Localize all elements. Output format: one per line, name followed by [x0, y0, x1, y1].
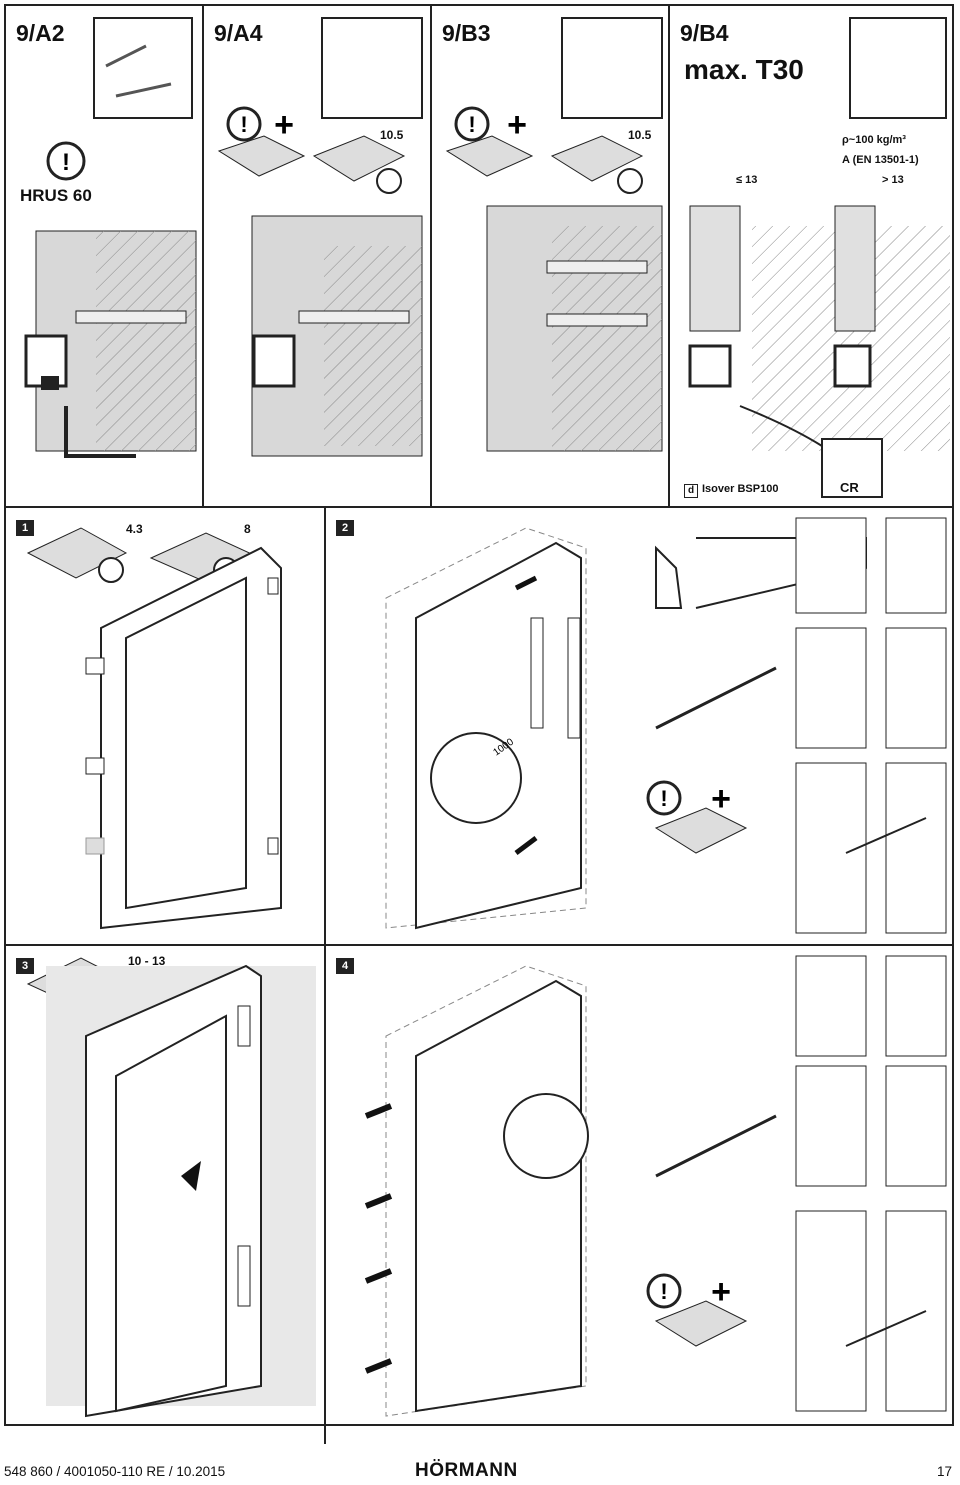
- top-row-divider: [6, 506, 952, 508]
- cr-label: CR: [840, 480, 859, 495]
- panel-code: 9/B3: [442, 20, 491, 46]
- dimension-label: 10.5: [628, 128, 652, 142]
- step-number: 1: [16, 520, 34, 536]
- frame-alignment-drawing: 1000 ! +: [385, 517, 947, 934]
- page-footer: 548 860 / 4001050-110 RE / 10.2015 HÖRMA…: [0, 1460, 960, 1484]
- bottom-divider-1: [324, 946, 326, 1424]
- legend-d-box: d: [684, 484, 698, 498]
- dim-left-label: ≤ 13: [736, 174, 758, 186]
- door-fixing-drawing: ! +: [364, 955, 947, 1417]
- step-3-panel: 3 10 - 13: [6, 946, 324, 1424]
- top-divider-1: [202, 6, 204, 506]
- step-2-panel: 2 1000 ! +: [326, 508, 952, 944]
- panel-code: 9/A2: [16, 20, 65, 46]
- page-number: 17: [936, 1464, 952, 1479]
- dimension-label: 10.5: [380, 128, 404, 142]
- svg-text:+: +: [507, 106, 527, 144]
- middle-row-divider: [6, 944, 952, 946]
- panel-subtitle: max. T30: [684, 54, 804, 85]
- step-number: 4: [336, 958, 354, 974]
- svg-text:+: +: [711, 780, 731, 818]
- wall-section-drawing: [688, 17, 950, 498]
- panel-code: 9/B4: [680, 20, 729, 46]
- step-4-panel: 4 ! +: [326, 946, 952, 1424]
- legend-d-label: Isover BSP100: [702, 483, 779, 495]
- panel-9-b4: 9/B4 max. T30 ρ~100 kg/m³ A (EN 13501-1)…: [670, 6, 952, 506]
- density-label: ρ~100 kg/m³: [842, 134, 906, 146]
- frame-drawing: [26, 527, 282, 930]
- panel-code: 9/A4: [214, 20, 263, 46]
- document-reference: 548 860 / 4001050-110 RE / 10.2015: [4, 1464, 226, 1479]
- panel-9-b3: 9/B3 ! + 10.5: [432, 6, 668, 506]
- wall-section-drawing: ! +: [445, 17, 663, 452]
- brand-logo: HÖRMANN: [415, 1460, 518, 1481]
- standard-label: A (EN 13501-1): [842, 154, 919, 166]
- panel-9-a2: 9/A2 ! HRUS 60: [6, 6, 202, 506]
- step-1-panel: 1 4.3 8: [6, 508, 324, 944]
- panel-9-a4: 9/A4 ! + 10.5: [204, 6, 430, 506]
- svg-text:!: !: [660, 786, 667, 811]
- svg-text:+: +: [711, 1273, 731, 1311]
- svg-text:!: !: [468, 112, 475, 137]
- hrus-label: HRUS 60: [20, 186, 92, 205]
- dim-a-label: 4.3: [126, 522, 143, 536]
- page-frame: 9/A2 ! HRUS 60 9/A4 ! +: [4, 4, 954, 1444]
- wall-section-drawing: ! +: [217, 17, 423, 457]
- svg-text:!: !: [62, 149, 70, 176]
- step-number: 2: [336, 520, 354, 536]
- wall-section-drawing: !: [24, 17, 197, 458]
- door-leaf-drawing: [26, 957, 316, 1418]
- top-divider-3: [668, 6, 670, 506]
- step-number: 3: [16, 958, 34, 974]
- dim-b-label: 8: [244, 522, 251, 536]
- svg-text:!: !: [240, 112, 247, 137]
- dim-label: 10 - 13: [128, 954, 166, 968]
- svg-text:!: !: [660, 1279, 667, 1304]
- dim-right-label: > 13: [882, 174, 904, 186]
- svg-text:+: +: [274, 106, 294, 144]
- top-divider-2: [430, 6, 432, 506]
